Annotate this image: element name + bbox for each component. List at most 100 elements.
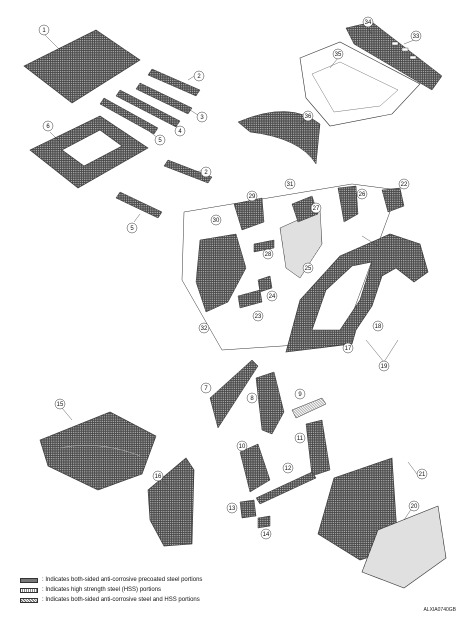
callout-14: 14 bbox=[260, 528, 272, 540]
part-front-pillar-7 bbox=[209, 359, 259, 429]
part-small-piece-24 bbox=[257, 275, 273, 293]
callout-18: 18 bbox=[372, 320, 384, 332]
part-front-pillar-8 bbox=[255, 371, 285, 435]
legend-row-both: : Indicates both-sided anti-corrosive st… bbox=[20, 595, 320, 605]
part-roof-panel bbox=[23, 29, 141, 104]
callout-20: 20 bbox=[408, 500, 420, 512]
callout-26: 26 bbox=[356, 188, 368, 200]
part-roof-rail-rear bbox=[163, 159, 213, 184]
callout-number: 14 bbox=[263, 532, 270, 538]
callout-31: 31 bbox=[284, 178, 296, 190]
callout-12: 12 bbox=[282, 462, 294, 474]
legend: : Indicates both-sided anti-corrosive pr… bbox=[20, 575, 320, 605]
callout-07: 7 bbox=[200, 382, 212, 394]
callout-number: 19 bbox=[381, 364, 388, 370]
precoated-swatch-icon bbox=[20, 577, 38, 583]
part-rear-pillar-reinforcement bbox=[337, 185, 359, 223]
legend-text-precoated: : Indicates both-sided anti-corrosive pr… bbox=[42, 577, 203, 583]
callout-09: 9 bbox=[294, 388, 306, 400]
callout-29: 29 bbox=[246, 190, 258, 202]
callout-24: 24 bbox=[266, 290, 278, 302]
part-roof-side-rail-9 bbox=[291, 397, 327, 419]
callout-35: 35 bbox=[332, 48, 344, 60]
callout-number: 2 bbox=[197, 74, 201, 80]
callout-number: 23 bbox=[255, 314, 262, 320]
callout-03: 3 bbox=[196, 111, 208, 123]
legend-row-hss: : Indicates high strength steel (HSS) po… bbox=[20, 585, 320, 595]
callout-04: 4 bbox=[174, 125, 186, 137]
callout-number: 22 bbox=[401, 182, 408, 188]
part-sill-inner bbox=[237, 289, 263, 309]
part-door-inner-panel bbox=[361, 505, 447, 589]
part-body-side-outer bbox=[285, 233, 429, 353]
callout-number: 35 bbox=[335, 52, 342, 58]
callout-number: 32 bbox=[201, 326, 208, 332]
both-swatch-icon bbox=[20, 597, 38, 603]
callout-number: 28 bbox=[265, 252, 272, 258]
figure-code: ALXIA0740GB bbox=[423, 607, 456, 613]
callout-11: 11 bbox=[294, 432, 306, 444]
callout-number: 5 bbox=[158, 138, 162, 144]
part-bracket-14 bbox=[257, 515, 271, 529]
callout-number: 17 bbox=[345, 346, 352, 352]
callout-number: 2 bbox=[204, 170, 208, 176]
callout-25: 25 bbox=[302, 262, 314, 274]
callout-17: 17 bbox=[342, 342, 354, 354]
callout-05b: 5 bbox=[126, 222, 138, 234]
callout-number: 13 bbox=[229, 506, 236, 512]
part-rear-waist-detail bbox=[311, 61, 399, 113]
part-bracket-13 bbox=[239, 499, 257, 519]
callout-number: 7 bbox=[204, 386, 208, 392]
part-hood-crease bbox=[59, 445, 141, 457]
part-wheelhouse-bracket bbox=[233, 197, 265, 231]
callout-number: 3 bbox=[200, 115, 204, 121]
part-inner-pillar-upper bbox=[291, 195, 319, 223]
callout-32: 32 bbox=[198, 322, 210, 334]
part-roof-bow-3 bbox=[135, 82, 193, 115]
callout-number: 11 bbox=[297, 436, 304, 442]
callout-21: 21 bbox=[416, 468, 428, 480]
callout-number: 18 bbox=[375, 324, 382, 330]
callout-08: 8 bbox=[246, 392, 258, 404]
part-hood bbox=[39, 411, 157, 491]
callout-02: 2 bbox=[193, 70, 205, 82]
part-roof-rail-front bbox=[147, 68, 201, 97]
callout-number: 1 bbox=[42, 28, 46, 34]
callout-number: 10 bbox=[239, 444, 246, 450]
part-roof-bow-rear bbox=[115, 191, 163, 219]
legend-text-both: : Indicates both-sided anti-corrosive st… bbox=[42, 597, 200, 603]
part-parcel-shelf bbox=[237, 111, 321, 165]
callout-01: 1 bbox=[38, 24, 50, 36]
callout-19: 19 bbox=[378, 360, 390, 372]
callout-number: 25 bbox=[305, 266, 312, 272]
callout-number: 5 bbox=[130, 226, 134, 232]
callout-number: 4 bbox=[178, 129, 182, 135]
callout-number: 34 bbox=[365, 20, 372, 26]
callout-number: 15 bbox=[57, 402, 64, 408]
part-clip-a bbox=[391, 41, 399, 46]
callout-30: 30 bbox=[210, 214, 222, 226]
callout-33: 33 bbox=[410, 30, 422, 42]
callout-number: 24 bbox=[269, 294, 276, 300]
callout-number: 9 bbox=[298, 392, 302, 398]
callout-28: 28 bbox=[262, 248, 274, 260]
callout-number: 30 bbox=[213, 218, 220, 224]
part-clip-b bbox=[401, 47, 409, 52]
callout-23: 23 bbox=[252, 310, 264, 322]
callout-number: 20 bbox=[411, 504, 418, 510]
part-front-fender bbox=[147, 457, 195, 547]
callout-number: 12 bbox=[285, 466, 292, 472]
callout-number: 33 bbox=[413, 34, 420, 40]
legend-text-hss: : Indicates high strength steel (HSS) po… bbox=[42, 587, 162, 593]
callout-number: 31 bbox=[287, 182, 294, 188]
callout-36: 36 bbox=[302, 110, 314, 122]
callout-15: 15 bbox=[54, 398, 66, 410]
callout-05: 5 bbox=[154, 134, 166, 146]
part-sill-outer-12 bbox=[255, 471, 317, 505]
callout-number: 27 bbox=[313, 206, 320, 212]
callout-27: 27 bbox=[310, 202, 322, 214]
callout-22: 22 bbox=[398, 178, 410, 190]
part-roof-bow-5 bbox=[99, 97, 159, 135]
legend-row-precoated: : Indicates both-sided anti-corrosive pr… bbox=[20, 575, 320, 585]
part-center-pillar-10 bbox=[239, 443, 271, 493]
